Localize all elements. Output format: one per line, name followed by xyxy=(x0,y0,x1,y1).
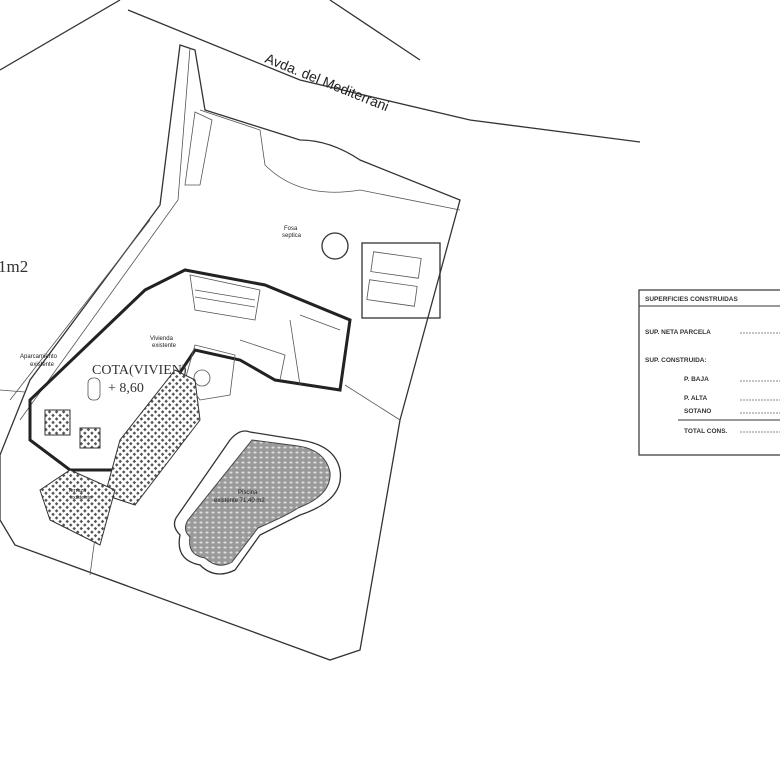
car-1 xyxy=(370,251,422,279)
table-row-upper-floor: P. ALTA xyxy=(684,395,708,402)
terrace-label-2: existente xyxy=(70,495,92,501)
street-label: Avda. del Mediterrani xyxy=(263,50,391,114)
dimension-line-2 xyxy=(344,384,401,421)
table-row-net-plot: SUP. NETA PARCELA xyxy=(645,329,711,336)
house-outline xyxy=(28,268,352,472)
septic-tank xyxy=(321,232,349,260)
septic-label-1: Fosa xyxy=(284,226,298,232)
carport xyxy=(361,242,441,319)
car-2 xyxy=(366,279,418,307)
table-title: SUPERFICIES CONSTRUIDAS xyxy=(645,296,738,303)
terrace-label-1: Terraza xyxy=(68,488,87,494)
entrance-steps xyxy=(184,111,213,186)
septic-label-2: septica xyxy=(282,233,302,239)
house-label-1: Vivienda xyxy=(150,336,174,342)
parking-label-2: existente xyxy=(30,362,55,368)
elevation-value: + 8,60 xyxy=(108,381,144,396)
table-row-ground-floor: P. BAJA xyxy=(684,376,709,383)
setback-line-2 xyxy=(9,219,151,401)
street-edge-line xyxy=(127,9,641,143)
table-row-built: SUP. CONSTRUIDA: xyxy=(645,357,707,364)
stair-hatch-2 xyxy=(79,427,101,449)
street-curve-line xyxy=(329,0,421,61)
driveway-line xyxy=(199,109,461,211)
terrace-hatched-2 xyxy=(39,469,116,546)
pool-label-1: Piscina xyxy=(238,490,258,496)
bay-window xyxy=(184,344,236,401)
stair-steps xyxy=(194,289,256,308)
elevation-label: COTA(VIVIEN) xyxy=(92,363,187,378)
interior-walls xyxy=(239,314,341,386)
table-row-basement: SOTANO xyxy=(684,408,711,415)
surface-table: SUPERFICIES CONSTRUIDAS SUP. NETA PARCEL… xyxy=(638,289,780,456)
dining-table xyxy=(87,377,101,401)
table-row-total: TOTAL CONS. xyxy=(684,428,728,435)
area-fragment: 1m2 xyxy=(0,257,28,276)
table-symbol xyxy=(193,369,211,387)
setback-line xyxy=(19,47,191,421)
stair-hatch xyxy=(44,409,71,436)
stair-block xyxy=(189,274,261,321)
pool xyxy=(184,439,331,566)
dimension-line xyxy=(0,389,26,393)
plot-boundary xyxy=(0,44,461,661)
street-edge-line-2 xyxy=(0,0,121,71)
house-label-2: existente xyxy=(152,343,177,349)
pool-label-2: existente 71,40 m2 xyxy=(214,498,265,504)
parking-label-1: Aparcamiento xyxy=(20,354,58,360)
